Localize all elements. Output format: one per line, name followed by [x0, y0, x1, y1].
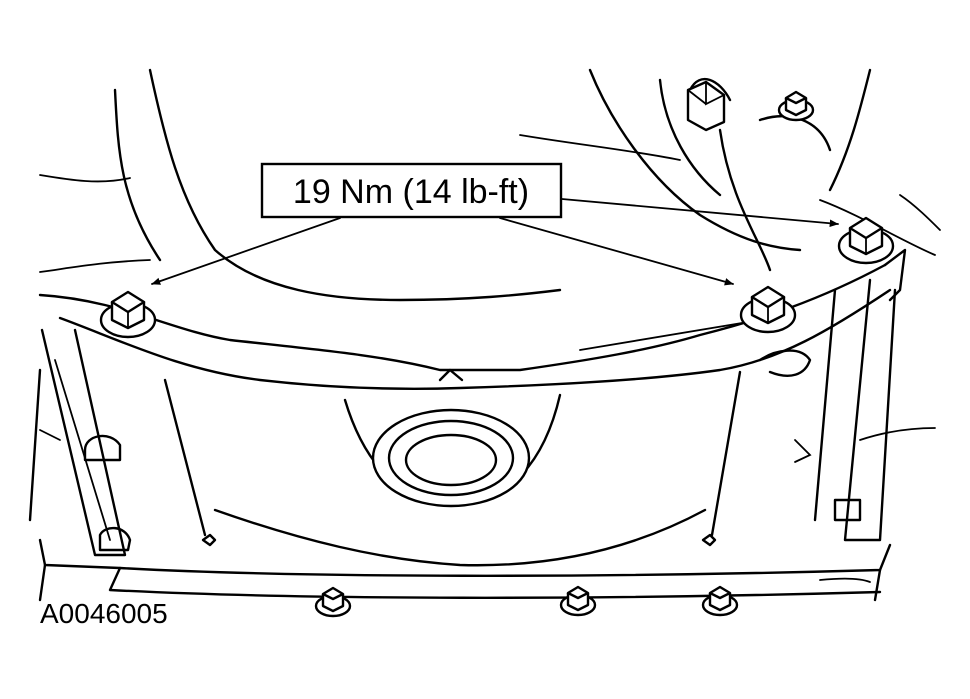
arrow-to-left-bolt	[151, 217, 341, 285]
oil-pan-flange	[38, 538, 892, 602]
pan-bolt-3	[701, 585, 739, 617]
pan-bolt-2	[559, 585, 597, 617]
front-cover-outline	[38, 248, 907, 567]
torque-callout-label: 19 Nm (14 lb-ft)	[293, 173, 529, 211]
right-rail	[794, 278, 936, 542]
figure-id: A0046005	[40, 598, 168, 629]
torque-callout-box	[260, 162, 563, 219]
upper-bolt-left	[686, 80, 726, 132]
pan-bolt-1	[314, 586, 352, 618]
arrow-to-right-bolt	[561, 198, 839, 227]
arrow-to-center-bolt	[499, 217, 734, 286]
cover-bolt-right	[837, 216, 895, 265]
torque-callout: 19 Nm (14 lb-ft)	[260, 162, 563, 219]
left-rail	[28, 328, 132, 557]
cover-bolt-center	[739, 285, 797, 334]
callout-arrows	[151, 198, 839, 286]
hex-flange-bolt-icon	[837, 216, 895, 265]
upper-bolt-right	[777, 90, 815, 122]
cover-bolt-left	[99, 290, 157, 339]
hex-flange-bolt-icon	[739, 285, 797, 334]
hex-flange-bolt-icon	[99, 290, 157, 339]
